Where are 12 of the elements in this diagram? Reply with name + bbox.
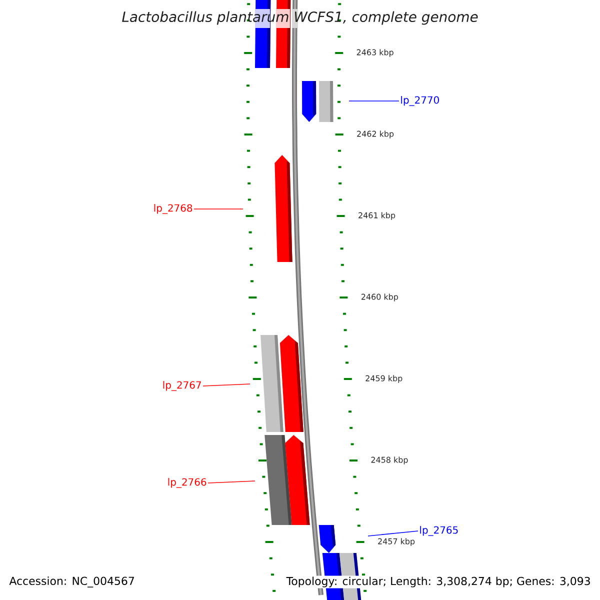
genome-info-text: Topology: circular; Length: 3,308,274 bp; Genes: 3,093 [285, 576, 592, 588]
accession-text: Accession: NC_004567 [8, 576, 136, 588]
leader-line [348, 100, 400, 102]
leader-line [368, 530, 418, 536]
gene-label: lp_2768 [154, 204, 192, 214]
gene-label: lp_2765 [420, 526, 458, 536]
gene-label: lp_2770 [401, 96, 439, 106]
gene-label: lp_2766 [168, 478, 206, 488]
leader-line [208, 480, 256, 484]
leader-line [194, 208, 244, 210]
gene-label: lp_2767 [163, 381, 201, 391]
leader-line [202, 384, 250, 386]
